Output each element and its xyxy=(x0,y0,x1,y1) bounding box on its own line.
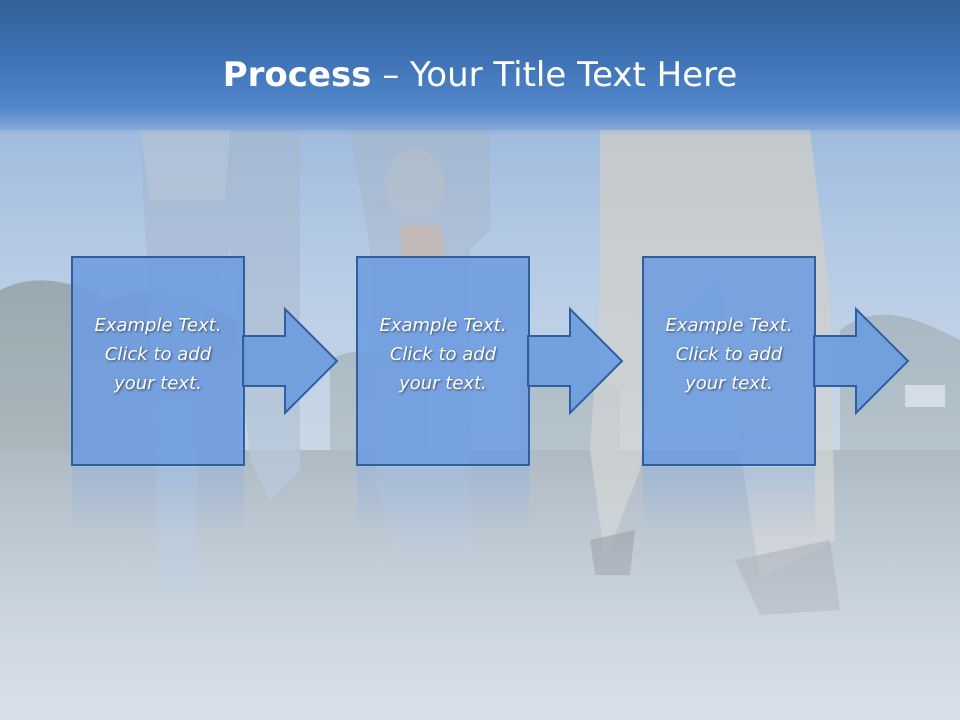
step-2-line-2: Click to add xyxy=(389,344,497,365)
step-3-shape[interactable] xyxy=(642,256,910,466)
step-1-line-1: Example Text. xyxy=(94,315,222,336)
step-3-line-3: your text. xyxy=(685,373,773,394)
step-2-reflection xyxy=(357,467,529,537)
step-1-line-3: your text. xyxy=(114,373,202,394)
step-2-shape[interactable] xyxy=(356,256,624,466)
title-bar xyxy=(0,0,960,135)
step-3-line-2: Click to add xyxy=(675,344,783,365)
arrow-right-icon xyxy=(242,306,339,416)
arrow-right-icon xyxy=(813,306,910,416)
step-3-line-1: Example Text. xyxy=(665,315,793,336)
step-2-text[interactable]: Example Text. Click to add your text. xyxy=(357,311,529,398)
step-2-line-1: Example Text. xyxy=(379,315,507,336)
step-3-text[interactable]: Example Text. Click to add your text. xyxy=(643,311,815,398)
title-rest-text: – Your Title Text Here xyxy=(371,55,738,95)
step-2-line-3: your text. xyxy=(399,373,487,394)
step-1-reflection xyxy=(72,467,244,537)
title-bold-text: Process xyxy=(222,55,372,95)
step-1-shape[interactable] xyxy=(71,256,339,466)
slide-title[interactable]: Process – Your Title Text Here xyxy=(0,54,960,96)
step-1-line-2: Click to add xyxy=(104,344,212,365)
step-3-reflection xyxy=(643,467,815,537)
step-1-text[interactable]: Example Text. Click to add your text. xyxy=(72,311,244,398)
arrow-right-icon xyxy=(527,306,624,416)
